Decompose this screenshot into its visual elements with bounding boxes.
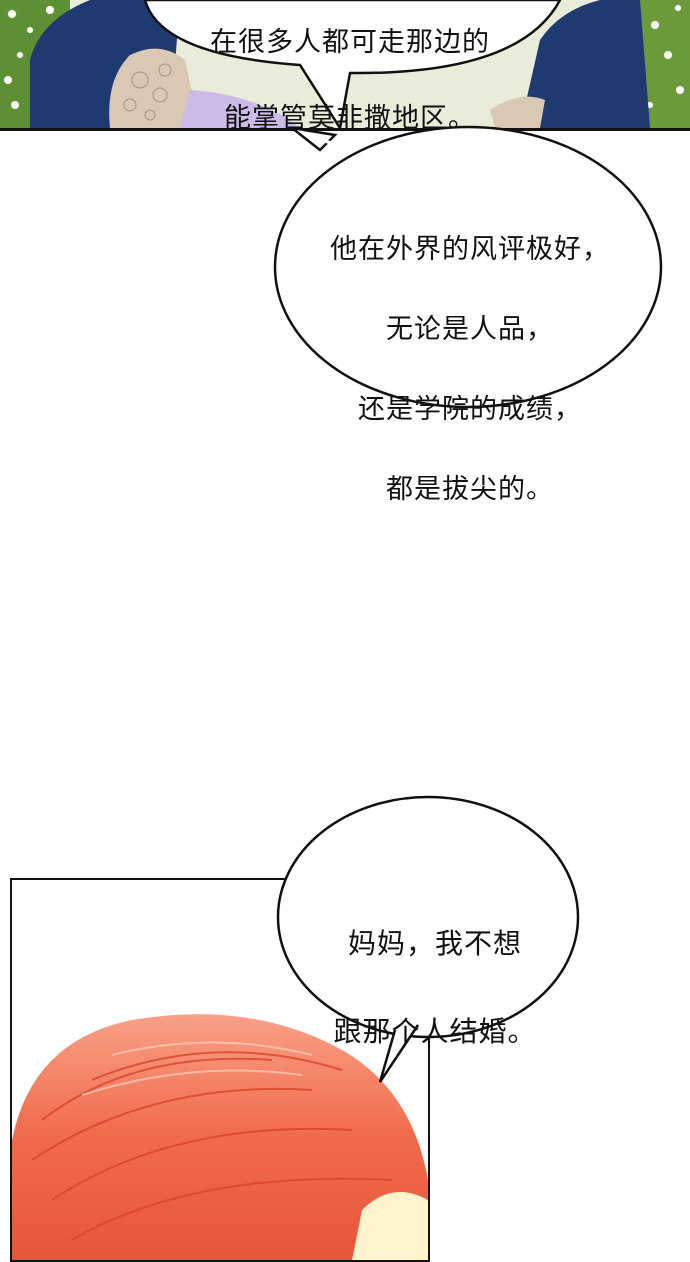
- middle-bubble-text: 他在外界的风评极好， 无论是人品， 还是学院的成绩， 都是拔尖的。: [300, 190, 640, 550]
- speech-bubble-tail-icon: [378, 1024, 420, 1083]
- bottom-bubble: [276, 795, 580, 1083]
- top-bubble-line-1: 在很多人都可走那边的: [210, 27, 490, 58]
- top-bubble-text: 在很多人都可走那边的 能掌管莫非撒地区。: [180, 0, 520, 176]
- coat-right: [520, 0, 650, 128]
- bottom-bubble-line-2: 跟那个人结婚。: [333, 1015, 537, 1048]
- character-hair: [12, 1014, 428, 1260]
- top-bubble: [143, 0, 562, 132]
- lace-cuff: [490, 96, 545, 128]
- bottom-bubble-line-1: 妈妈，我不想: [347, 927, 522, 960]
- middle-bubble-line-2: 无论是人品，: [386, 314, 554, 345]
- middle-bubble-line-4: 都是拔尖的。: [386, 474, 554, 505]
- middle-bubble-line-1: 他在外界的风评极好，: [330, 234, 610, 265]
- middle-bubble-line-3: 还是学院的成绩，: [358, 394, 582, 425]
- top-bubble-line-2: 能掌管莫非撒地区。: [224, 103, 476, 134]
- bottom-bubble-text: 妈妈，我不想 跟那个人结婚。: [310, 878, 560, 1098]
- middle-bubble: [273, 125, 663, 409]
- lavender-dress: [180, 90, 300, 128]
- lace-sleeve: [109, 48, 200, 128]
